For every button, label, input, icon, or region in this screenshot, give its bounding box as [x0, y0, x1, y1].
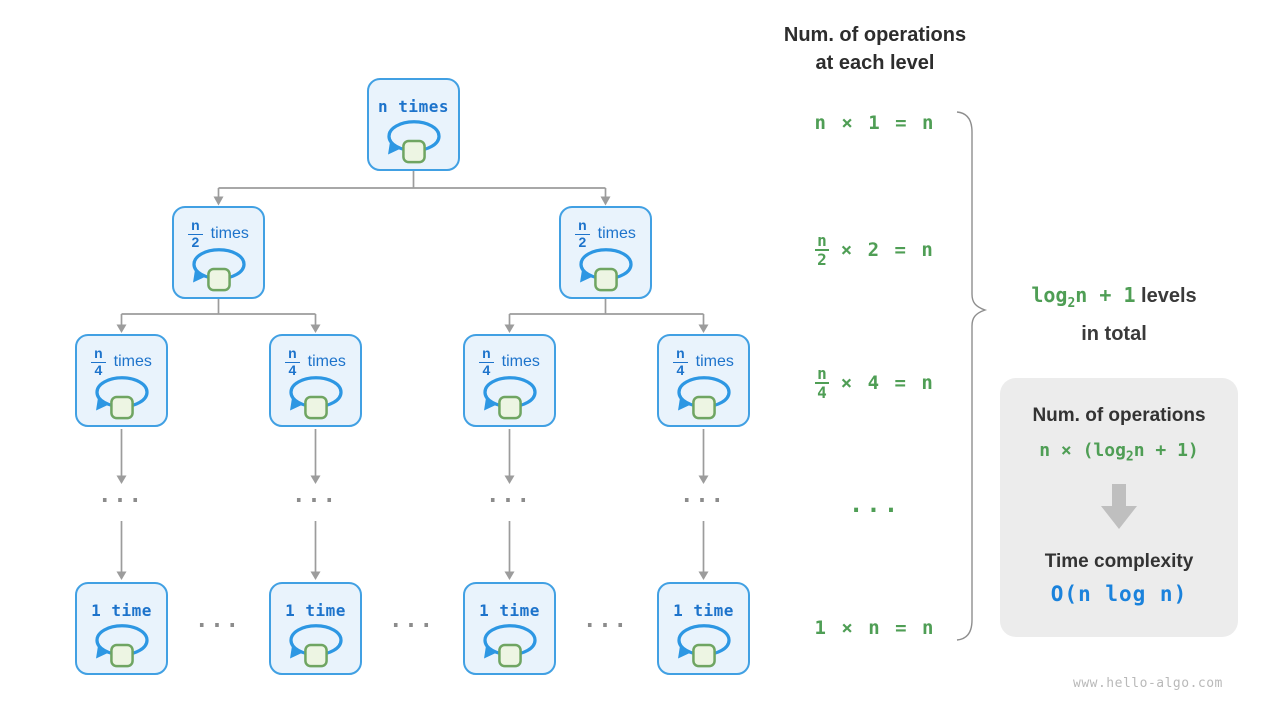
node-label: 1 time: [479, 600, 540, 620]
row-ellipsis: ...: [389, 608, 435, 633]
panel-complexity-value: O(n log n): [1050, 581, 1188, 606]
tree-node-l3-4: n 4 times: [657, 334, 750, 427]
node-label: 1 time: [673, 600, 734, 620]
tree-node-leaf-3: 1 time: [463, 582, 556, 675]
fraction: n 4: [285, 346, 300, 377]
ops-row-leaf: 1 × n = n: [814, 617, 936, 639]
node-label: n 4 times: [465, 345, 554, 379]
ops-header: Num. of operations at each level: [742, 21, 1008, 77]
tree-node-leaf-2: 1 time: [269, 582, 362, 675]
loop-icon: [578, 248, 633, 292]
levels-total-label: log2n + 1 levels in total: [1000, 280, 1228, 349]
fraction: n 2: [575, 218, 590, 249]
ops-header-line2: at each level: [815, 52, 935, 74]
tree-node-root: n times: [367, 78, 460, 171]
loop-icon: [288, 624, 343, 668]
loop-icon: [386, 120, 441, 164]
fraction: n 4: [91, 346, 106, 377]
row-ellipsis: ...: [195, 608, 241, 633]
ops-header-line1: Num. of operations: [783, 24, 967, 46]
fraction: n 4: [673, 346, 688, 377]
loop-icon: [482, 376, 537, 420]
node-label: n 4 times: [271, 345, 360, 379]
node-label: 1 time: [91, 600, 152, 620]
watermark: www.hello-algo.com: [1073, 676, 1223, 691]
node-label: 1 time: [285, 600, 346, 620]
loop-icon: [676, 376, 731, 420]
column-ellipsis: ...: [680, 483, 726, 508]
loop-icon: [191, 248, 246, 292]
node-label: n 2 times: [561, 217, 650, 251]
node-label: n 4 times: [659, 345, 748, 379]
ops-row-level2: n 2 × 2 = n: [815, 230, 935, 269]
tree-node-l3-2: n 4 times: [269, 334, 362, 427]
summary-panel: Num. of operations n × (log2n + 1) Time …: [1000, 378, 1238, 637]
loop-icon: [94, 624, 149, 668]
panel-title-operations: Num. of operations: [1032, 405, 1206, 426]
loop-icon: [482, 624, 537, 668]
loop-icon: [676, 624, 731, 668]
panel-operations-formula: n × (log2n + 1): [1039, 440, 1199, 465]
tree-node-l3-3: n 4 times: [463, 334, 556, 427]
levels-total-line2: in total: [1081, 323, 1147, 345]
tree-node-l3-1: n 4 times: [75, 334, 168, 427]
node-label: n times: [378, 96, 449, 116]
node-label: n 4 times: [77, 345, 166, 379]
ops-row-level1: n × 1 = n: [814, 112, 936, 134]
fraction: n 4: [479, 346, 494, 377]
levels-formula: log2n + 1: [1031, 283, 1136, 311]
loop-icon: [288, 376, 343, 420]
tree-node-leaf-1: 1 time: [75, 582, 168, 675]
ops-row-ellipsis: ...: [848, 490, 902, 518]
fraction: n 2: [188, 218, 203, 249]
row-ellipsis: ...: [583, 608, 629, 633]
tree-node-l2-1: n 2 times: [172, 206, 265, 299]
ops-row-level3: n 4 × 4 = n: [815, 363, 935, 402]
fraction: n 2: [815, 230, 829, 269]
column-ellipsis: ...: [98, 483, 144, 508]
tree-node-leaf-4: 1 time: [657, 582, 750, 675]
fraction: n 4: [815, 363, 829, 402]
tree-node-l2-2: n 2 times: [559, 206, 652, 299]
node-label: n 2 times: [174, 217, 263, 251]
down-arrow-icon: [1101, 483, 1137, 529]
loop-icon: [94, 376, 149, 420]
panel-title-complexity: Time complexity: [1044, 550, 1194, 572]
column-ellipsis: ...: [292, 483, 338, 508]
column-ellipsis: ...: [486, 483, 532, 508]
